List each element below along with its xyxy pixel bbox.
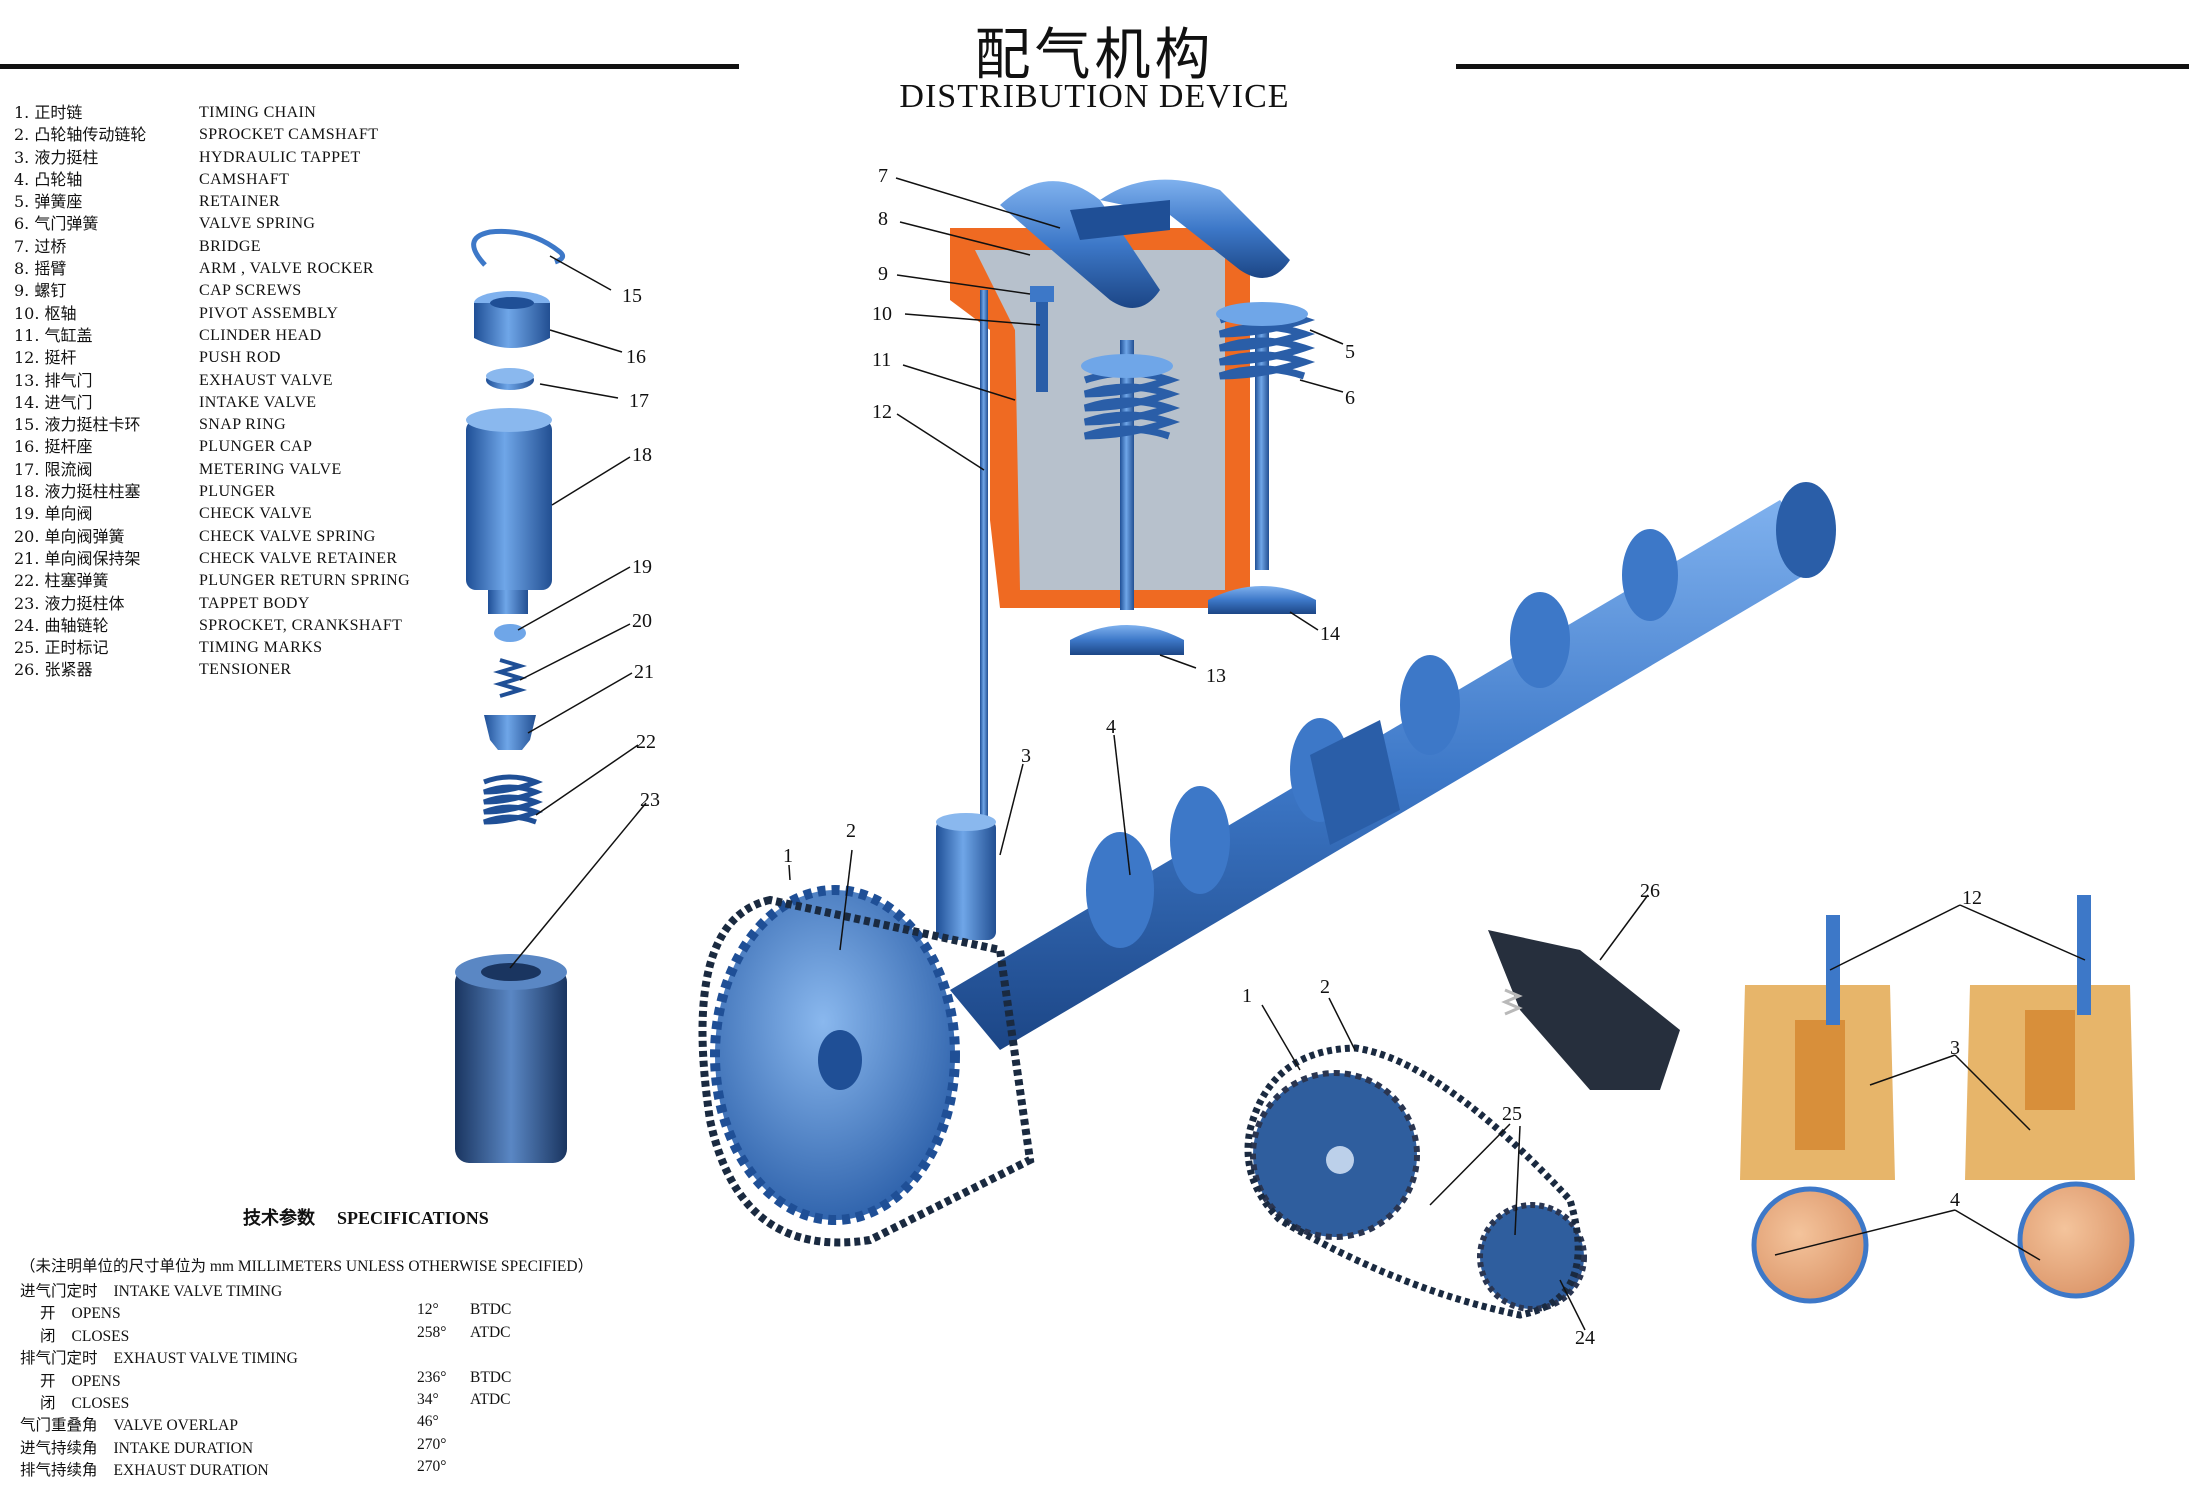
callout-11: 11 [872,349,891,371]
callout-16: 16 [626,346,646,368]
intake-valve-14 [1208,320,1316,614]
plunger-cap-16 [474,291,550,348]
metering-valve-17 [486,368,534,390]
callout-1-lower: 1 [1242,985,1252,1007]
bridge-7 [1070,200,1170,240]
snap-ring-15 [471,228,566,267]
camshaft-sprocket-2 [710,885,960,1225]
hydraulic-tappet-3 [936,813,996,940]
callout-25: 25 [1502,1103,1522,1125]
callout-2: 2 [846,820,856,842]
check-valve-spring-20 [493,658,527,698]
callout-14: 14 [1320,623,1340,645]
callout-2-lower: 2 [1320,976,1330,998]
callout-6: 6 [1345,387,1355,409]
callout-10: 10 [872,303,892,325]
push-rod-12 [980,290,988,850]
plunger-return-spring-22 [483,774,543,825]
retainer-5 [1081,302,1308,378]
plunger-18 [466,408,552,614]
crankshaft-sprocket-24 [1477,1202,1587,1312]
callout-26: 26 [1640,880,1660,902]
callout-22: 22 [636,731,656,753]
callout-3-section: 3 [1950,1037,1960,1059]
callout-13: 13 [1206,665,1226,687]
tappet-body-23 [455,954,567,1163]
timing-chain-lower-1 [1244,1044,1582,1319]
header-rule-right [1456,64,2189,69]
camshaft-4 [950,482,1836,1050]
callout-4: 4 [1106,716,1116,738]
callout-12-section: 12 [1962,887,1982,909]
callout-1: 1 [783,845,793,867]
callout-20: 20 [632,610,652,632]
callout-19: 19 [632,556,652,578]
callout-21: 21 [634,661,654,683]
callout-4-section: 4 [1950,1189,1960,1211]
specifications-note: （未注明单位的尺寸单位为 mm MILLIMETERS UNLESS OTHER… [20,1258,594,1275]
callout-24: 24 [1575,1327,1595,1349]
check-valve-19 [494,624,526,642]
callout-17: 17 [629,390,649,412]
tappet-section-left [1740,915,1895,1304]
tensioner-26 [1488,930,1680,1090]
check-valve-retainer-21 [484,715,536,750]
timing-chain-1 [698,895,1035,1247]
callout-7: 7 [878,165,888,187]
callout-12: 12 [872,401,892,423]
header-rule-left [0,64,739,69]
valve-spring-6 [1083,309,1316,440]
callout-5: 5 [1345,341,1355,363]
tappet-section-right [1965,895,2135,1299]
camshaft-sprocket-lower-2 [1250,1070,1420,1240]
leader-lines [509,177,2086,1331]
callout-23: 23 [640,789,660,811]
callout-8: 8 [878,208,888,230]
callout-15: 15 [622,285,642,307]
page-title-en: DISTRIBUTION DEVICE [899,78,1290,115]
callout-3: 3 [1021,745,1031,767]
callout-9: 9 [878,263,888,285]
callout-18: 18 [632,444,652,466]
page-title-cn: 配气机构 [974,23,1215,88]
